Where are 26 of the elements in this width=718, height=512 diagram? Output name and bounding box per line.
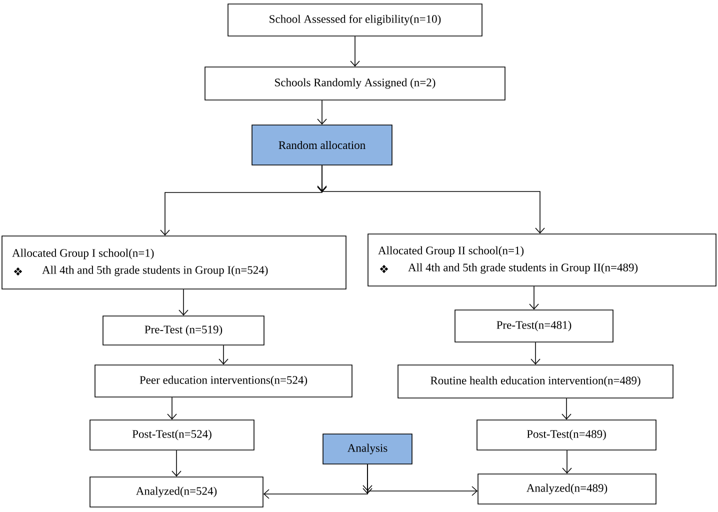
- step-box: Peer education interventions(n=524): [94, 364, 352, 398]
- arrow: [317, 165, 545, 234]
- step-box: Post-Test(n=489): [476, 420, 656, 450]
- arrow: [167, 397, 177, 420]
- step-box: Schools Randomly Assigned (n=2): [204, 66, 506, 100]
- arrow: [362, 464, 478, 496]
- step-box: School Assessed for eligibility(n=10): [228, 4, 482, 36]
- arrow: [562, 398, 572, 420]
- step-box: Random allocation: [252, 124, 392, 166]
- step-box: Analyzed(n=489): [478, 474, 656, 504]
- step-box: Analysis: [322, 434, 412, 464]
- arrow: [529, 286, 539, 310]
- group-box: Allocated Group II school(n=1) All 4th and 5th grade students in Group II(n=489): [368, 234, 716, 286]
- arrow: [317, 100, 327, 125]
- step-box: Routine health education intervention(n=489): [398, 364, 674, 398]
- step-box: Analyzed(n=524): [90, 476, 264, 508]
- arrow: [562, 450, 572, 474]
- arrow: [172, 450, 182, 477]
- arrow: [218, 345, 228, 365]
- step-box: Post-Test(n=524): [90, 420, 254, 450]
- step-box: Pre-Test(n=481): [454, 310, 614, 342]
- group-box: Allocated Group I school(n=1) All 4th and 5th grade students in Group I(n=524): [2, 236, 346, 290]
- arrow: [178, 289, 188, 316]
- arrow: [530, 342, 540, 365]
- arrow: [350, 36, 360, 67]
- step-box: Pre-Test (n=519): [102, 316, 264, 346]
